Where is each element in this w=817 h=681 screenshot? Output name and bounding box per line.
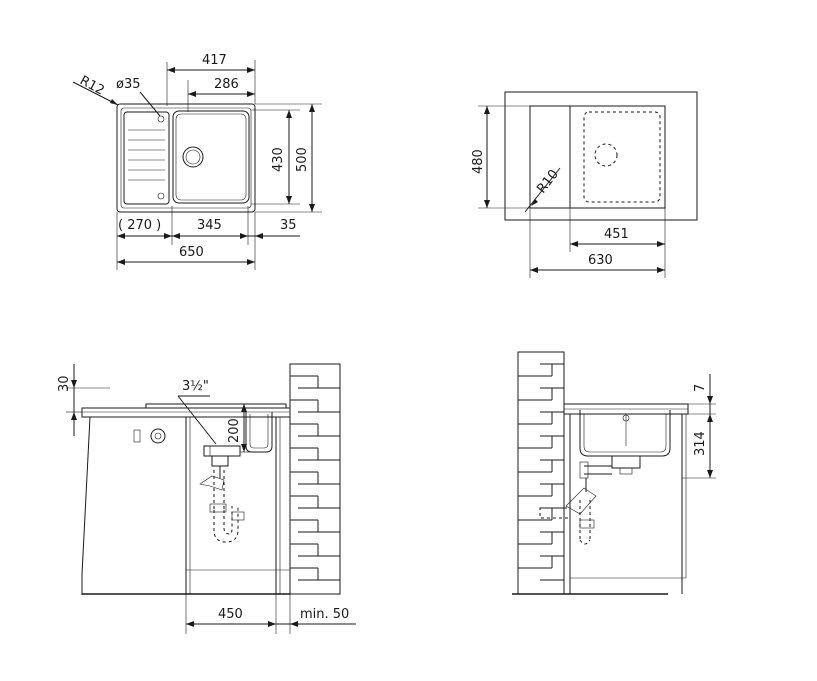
dim-286-label: 286 <box>214 77 239 92</box>
dim-500-label: 500 <box>295 147 310 172</box>
sink-top-view: R12 ø35 417 286 430 500 <box>72 53 322 270</box>
dim-35-label: 35 <box>280 218 297 233</box>
dim-650-label: 650 <box>179 245 204 260</box>
dim-30-label: 30 <box>57 375 72 392</box>
radius-12-label: R12 <box>77 73 107 98</box>
front-section-view: 3½" <box>57 363 356 634</box>
dim-345-label: 345 <box>197 218 222 233</box>
dim-314-label: 314 <box>693 431 708 456</box>
dim-450-label: 450 <box>218 607 243 622</box>
dim-630-label: 630 <box>588 253 613 268</box>
dim-270-label: ( 270 ) <box>118 218 161 233</box>
dim-min50-label: min. 50 <box>300 607 349 622</box>
dim-200-label: 200 <box>227 418 242 443</box>
dim-451-label: 451 <box>604 227 629 242</box>
dim-7-label: 7 <box>693 384 708 392</box>
side-section-view: 7 314 <box>512 351 716 595</box>
dim-480-label: 480 <box>471 149 486 174</box>
brick-wall-side <box>518 363 564 581</box>
dim-417-label: 417 <box>202 53 227 68</box>
brick-wall-front <box>290 375 340 581</box>
cutout-view: 480 R10 451 630 <box>471 91 698 278</box>
hole-diameter-label: ø35 <box>116 77 141 92</box>
dim-430-label: 430 <box>271 147 286 172</box>
thread-size-label: 3½" <box>182 379 209 394</box>
